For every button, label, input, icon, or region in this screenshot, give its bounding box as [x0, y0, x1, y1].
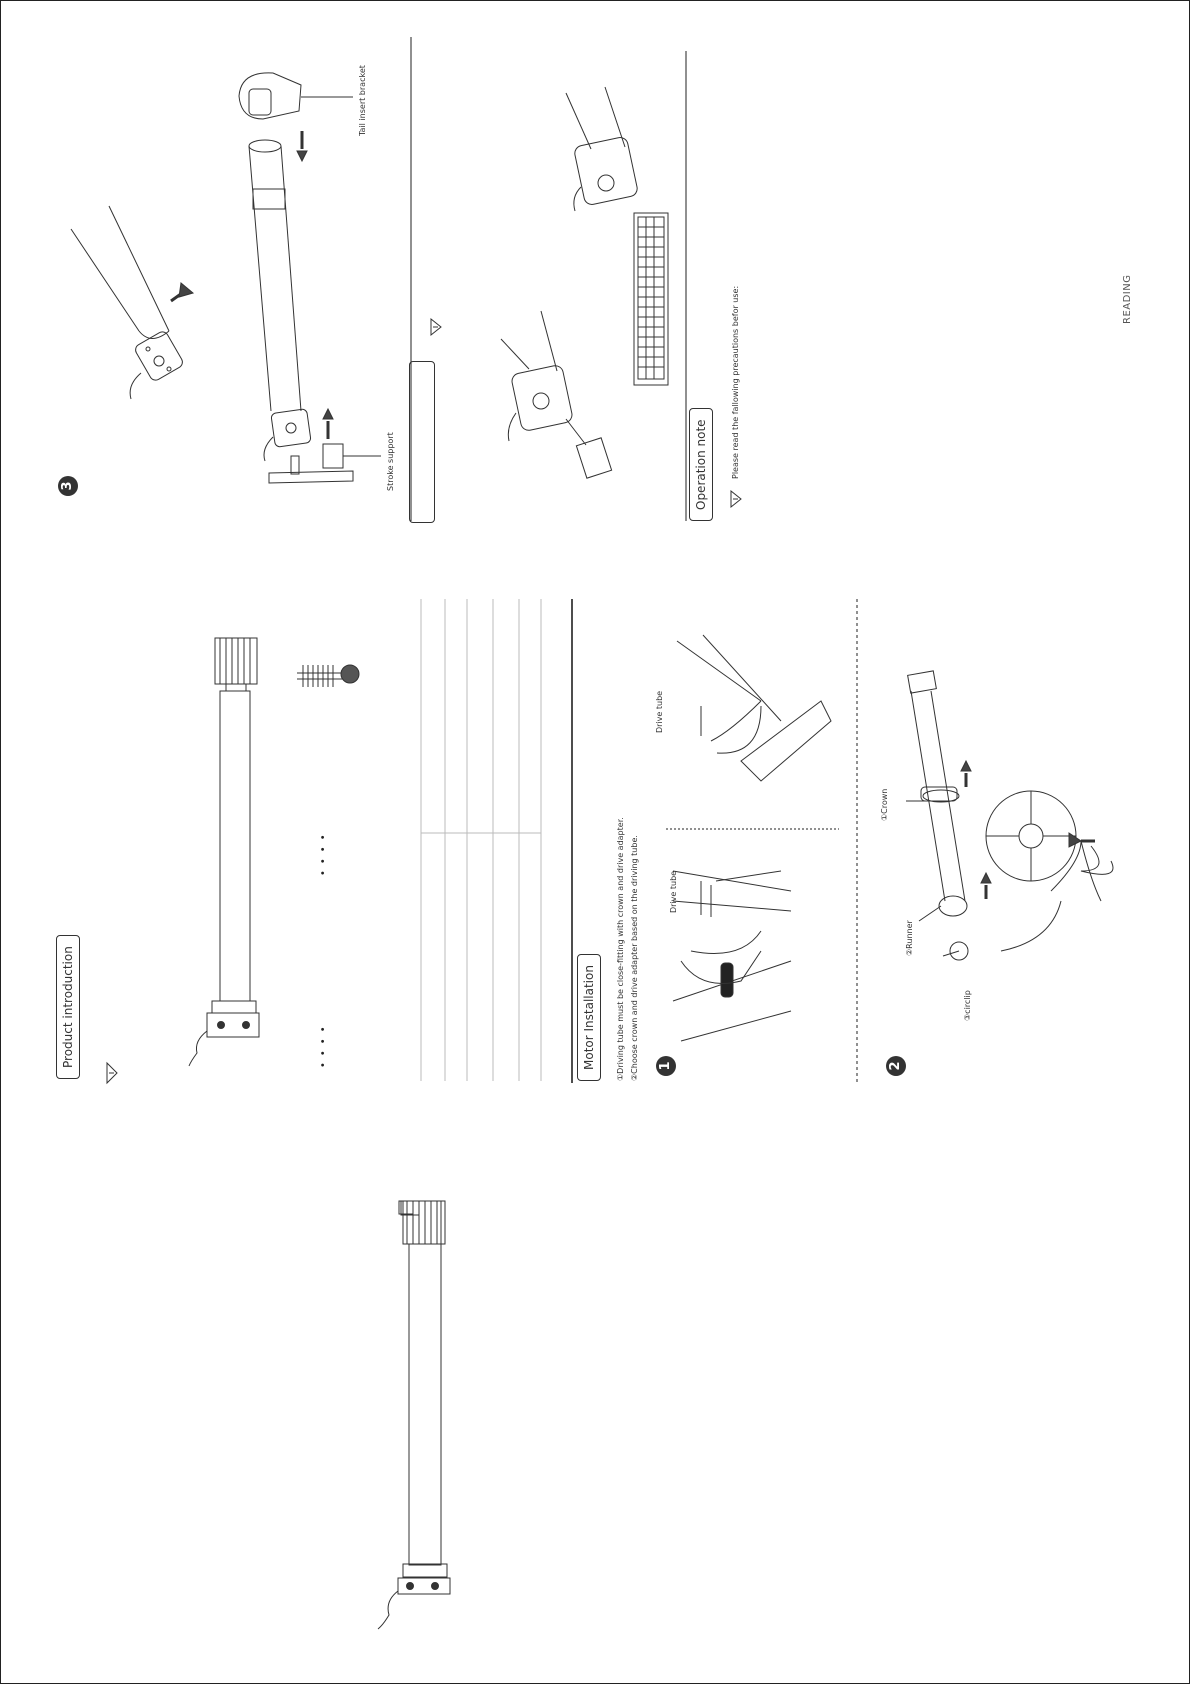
drive-tube-hand — [672, 870, 792, 1042]
motor-installation-note-1: ①Driving tube must be close-fitting with… — [616, 817, 625, 1081]
motor-installation-note-2: ②Choose crown and drive adapter based on… — [630, 835, 639, 1081]
stroke-support-label: Stroke support — [386, 432, 395, 491]
bracket-right — [565, 86, 638, 212]
large-tubular-motor — [377, 1200, 451, 1630]
circlip-label: ③circlip — [963, 990, 972, 1021]
tail-insert-bracket-label: Tail insert bracket — [358, 65, 367, 136]
motor-head-insert — [70, 205, 195, 400]
warning-icon — [106, 1061, 118, 1085]
tube-assembly — [248, 131, 334, 462]
reading-footer: READING — [1122, 274, 1133, 325]
tail-insert-bracket — [238, 72, 353, 120]
step-1-badge: 1 — [656, 1056, 676, 1076]
stroke-support — [268, 443, 381, 484]
step-3-badge: 3 — [58, 476, 78, 496]
operation-note-text: Please read the fallowing precautions be… — [731, 285, 740, 479]
thermometer-icon — [297, 664, 360, 687]
bracket-connector — [500, 310, 613, 479]
dots-row-1: •••• — [318, 1020, 329, 1068]
blank-label-box — [409, 361, 435, 523]
drive-tube-label-2: Drive tube — [655, 690, 664, 733]
operation-note-title: Operation note — [689, 408, 713, 521]
crown-detail — [985, 790, 1114, 952]
drive-tube-end — [676, 634, 832, 782]
leader-lines — [700, 706, 960, 957]
step-2-badge: 2 — [886, 1056, 906, 1076]
runner-label: ②Runner — [905, 920, 914, 956]
motor-with-crown — [907, 670, 992, 961]
product-motor — [188, 637, 260, 1067]
spec-table — [420, 599, 542, 1081]
warning-icon-2 — [430, 317, 442, 337]
warning-icon-3 — [730, 489, 742, 509]
motor-installation-title: Motor Installation — [577, 954, 601, 1081]
product-intro-title: Product introduction — [56, 935, 80, 1079]
dots-row-2: •••• — [318, 828, 329, 876]
crown-label: ①Crown — [880, 788, 889, 821]
button-panel — [633, 212, 669, 386]
drive-tube-label-1: Drive tube — [669, 870, 678, 913]
